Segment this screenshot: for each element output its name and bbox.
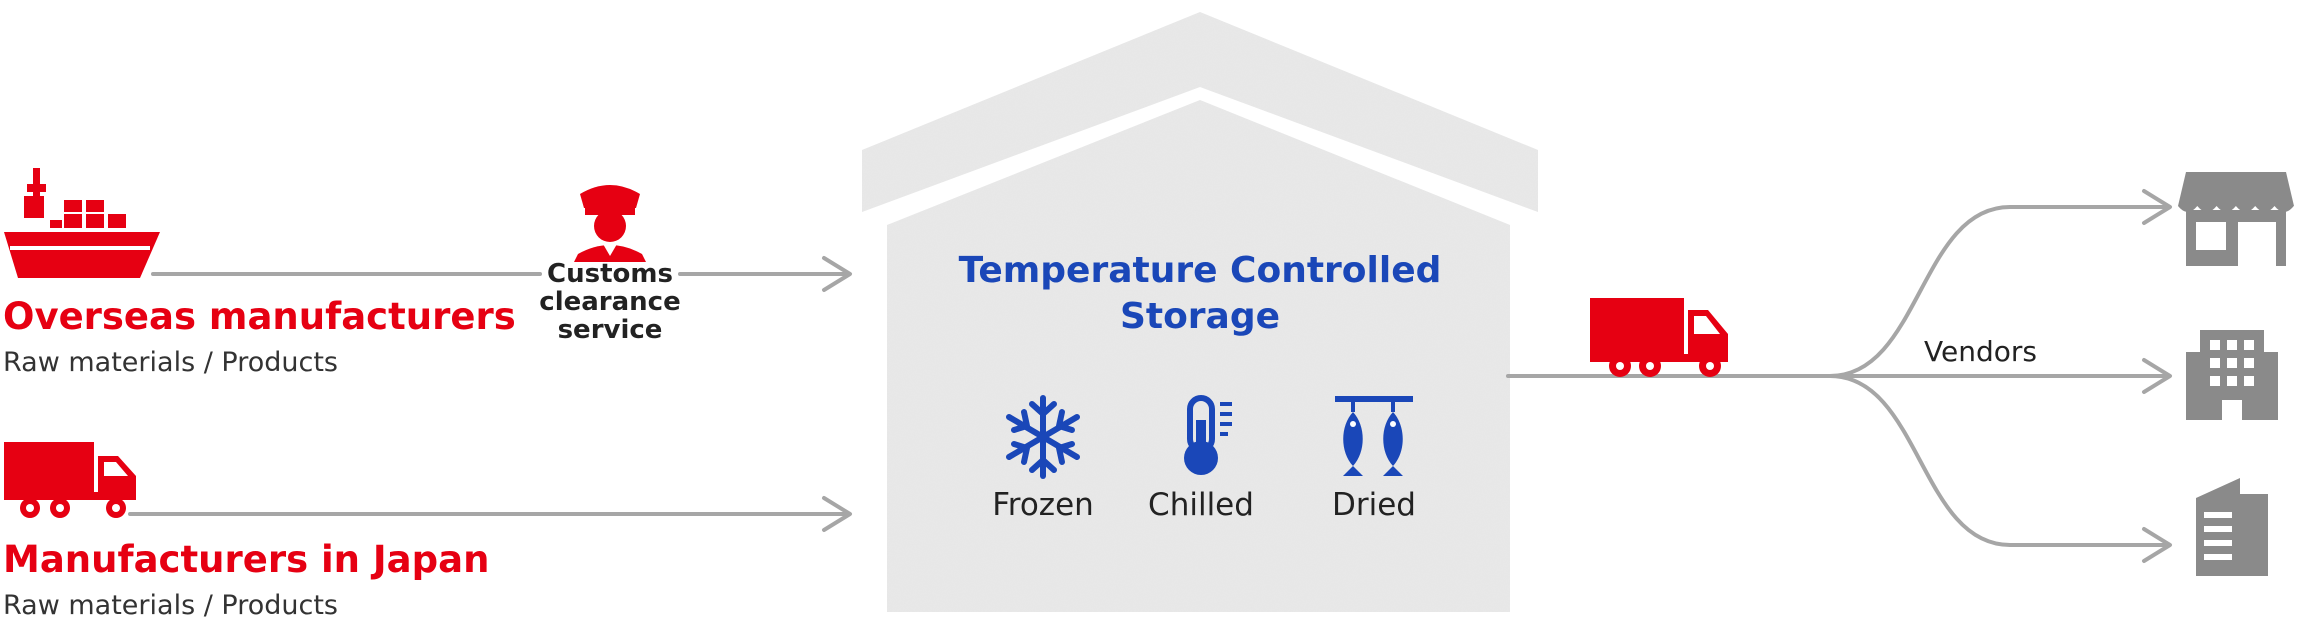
tower-building-icon <box>2196 478 2268 576</box>
overseas-manufacturers-title: Overseas manufacturers <box>3 295 516 338</box>
office-arrowhead <box>2142 358 2172 394</box>
office-building-icon <box>2186 330 2278 420</box>
warehouse-roof <box>862 12 1538 212</box>
category-dried-label: Dried <box>1332 487 1416 523</box>
warehouse-body <box>887 100 1510 612</box>
tower-arrowhead <box>2142 527 2172 563</box>
customs-officer-icon <box>574 185 646 262</box>
truck-icon <box>4 442 136 518</box>
category-chilled-label: Chilled <box>1148 487 1254 523</box>
cargo-ship-icon <box>4 168 160 278</box>
delivery-truck-icon <box>1590 298 1728 377</box>
shop-arrowhead <box>2142 189 2172 225</box>
storage-title-line-1: Temperature Controlled <box>958 250 1442 291</box>
customs-line-1: Customs <box>547 259 673 289</box>
storage-title-line-2: Storage <box>1119 296 1281 337</box>
vendors-label: Vendors <box>1924 335 2037 368</box>
storage-title: Temperature Controlled Storage <box>900 248 1500 340</box>
customs-clearance-label: Customs clearance service <box>530 260 690 344</box>
thermometer-icon <box>1184 395 1232 475</box>
connectors <box>128 189 2172 563</box>
warehouse-building <box>862 12 1538 612</box>
branch-to-shop <box>1828 205 2170 378</box>
japan-manufacturers-subtitle: Raw materials / Products <box>3 590 338 621</box>
customs-line-2: clearance <box>539 287 681 317</box>
shop-icon <box>2178 172 2294 266</box>
category-frozen-label: Frozen <box>992 487 1094 523</box>
snowflake-icon <box>1006 395 1080 479</box>
dried-fish-icon <box>1335 396 1413 476</box>
branch-to-tower <box>1828 374 2170 547</box>
overseas-arrowhead <box>822 256 852 292</box>
customs-line-3: service <box>557 315 663 345</box>
japan-arrowhead <box>822 496 852 532</box>
overseas-manufacturers-subtitle: Raw materials / Products <box>3 347 338 378</box>
japan-manufacturers-title: Manufacturers in Japan <box>3 538 490 581</box>
